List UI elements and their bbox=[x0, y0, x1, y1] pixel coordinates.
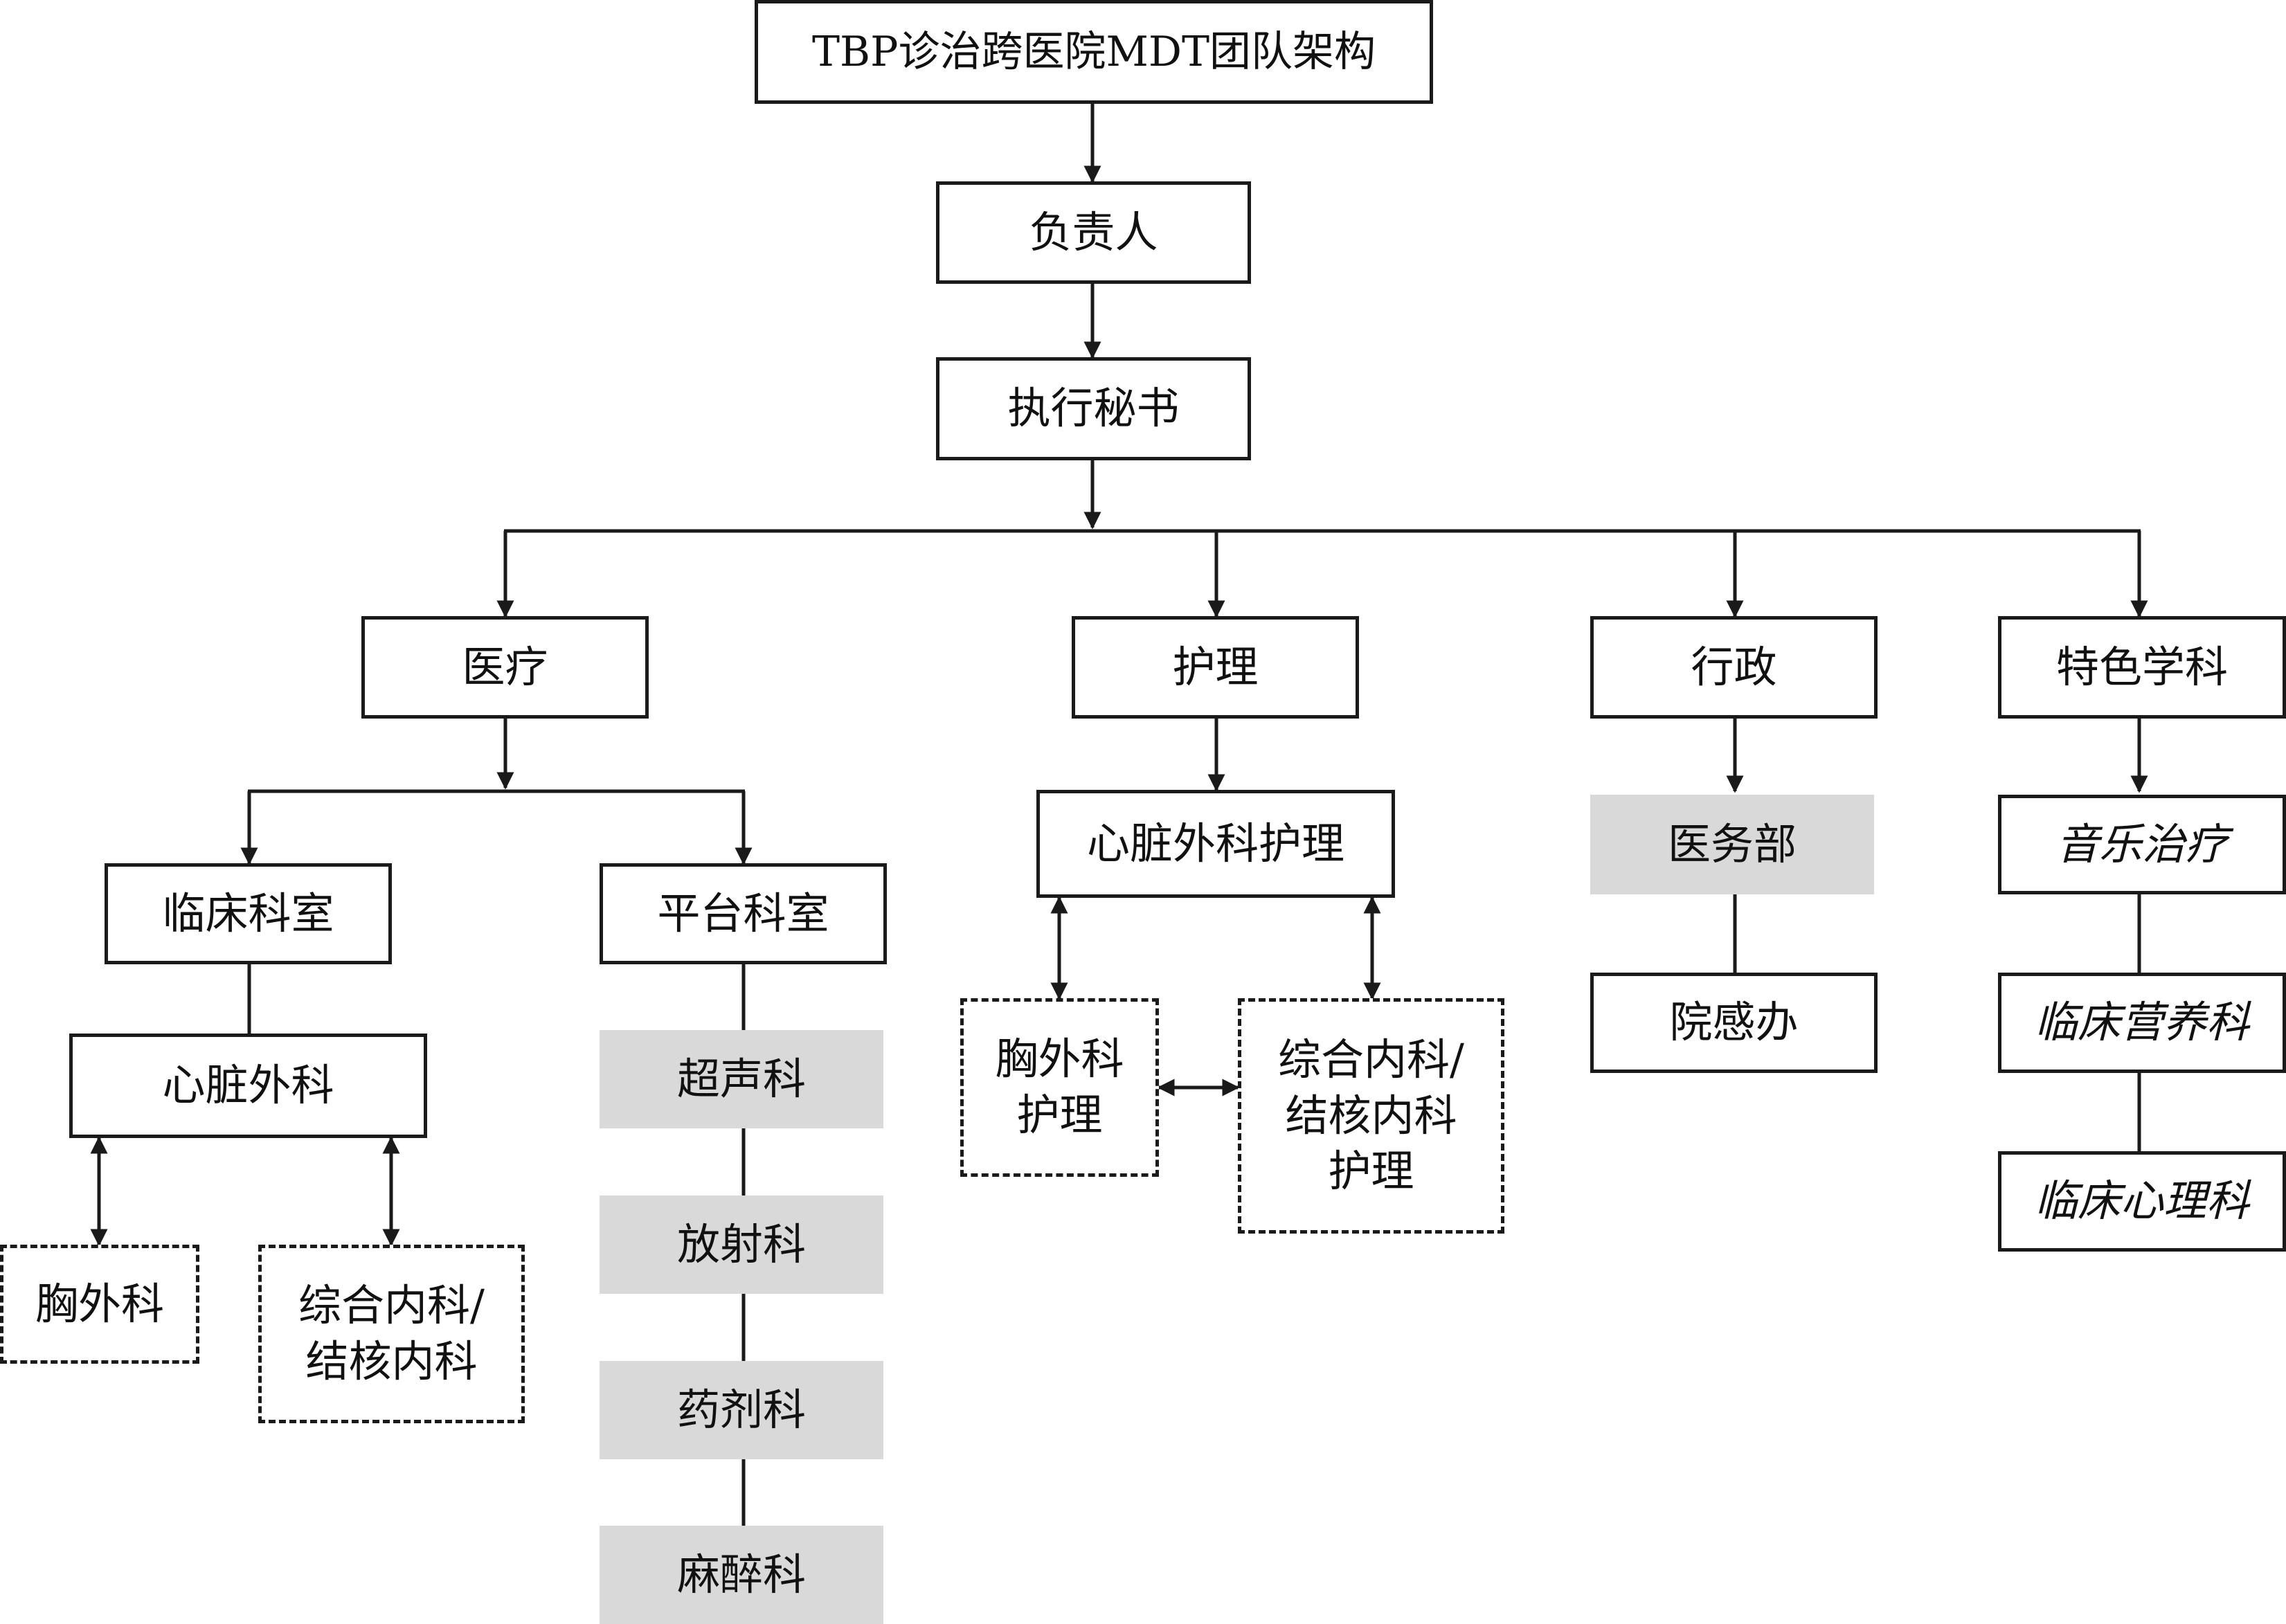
medical-box: 医疗 bbox=[361, 616, 649, 719]
platform-item-radiology: 放射科 bbox=[600, 1196, 883, 1294]
platform-item-ultrasound: 超声科 bbox=[600, 1030, 883, 1128]
title-box: TBP诊治跨医院MDT团队架构 bbox=[755, 0, 1433, 104]
music-therapy-box: 音乐治疗 bbox=[1998, 795, 2286, 894]
platform-item-pharmacy: 药剂科 bbox=[600, 1361, 883, 1459]
clinical-dept-box: 临床科室 bbox=[105, 863, 392, 964]
nursing-box: 护理 bbox=[1072, 616, 1359, 719]
clinical-nutrition-box: 临床营养科 bbox=[1998, 973, 2286, 1073]
thoracic-nursing-box: 胸外科 护理 bbox=[960, 998, 1159, 1177]
secretary-box: 执行秘书 bbox=[936, 357, 1251, 460]
clinical-psychology-box: 临床心理科 bbox=[1998, 1151, 2286, 1252]
infection-control-box: 院感办 bbox=[1590, 973, 1878, 1073]
internal-tb-box: 综合内科/ 结核内科 bbox=[258, 1245, 525, 1423]
special-box: 特色学科 bbox=[1998, 616, 2286, 719]
internal-tb-nursing-box: 综合内科/ 结核内科 护理 bbox=[1238, 998, 1504, 1234]
cardiac-surgery-box: 心脏外科 bbox=[69, 1034, 427, 1138]
medical-affairs-box: 医务部 bbox=[1590, 795, 1874, 894]
leader-box: 负责人 bbox=[936, 181, 1251, 284]
admin-box: 行政 bbox=[1590, 616, 1878, 719]
cardiac-nursing-box: 心脏外科护理 bbox=[1036, 790, 1395, 898]
thoracic-surgery-box: 胸外科 bbox=[0, 1245, 199, 1364]
platform-item-anesthesia: 麻醉科 bbox=[600, 1526, 883, 1624]
platform-dept-box: 平台科室 bbox=[600, 863, 887, 964]
